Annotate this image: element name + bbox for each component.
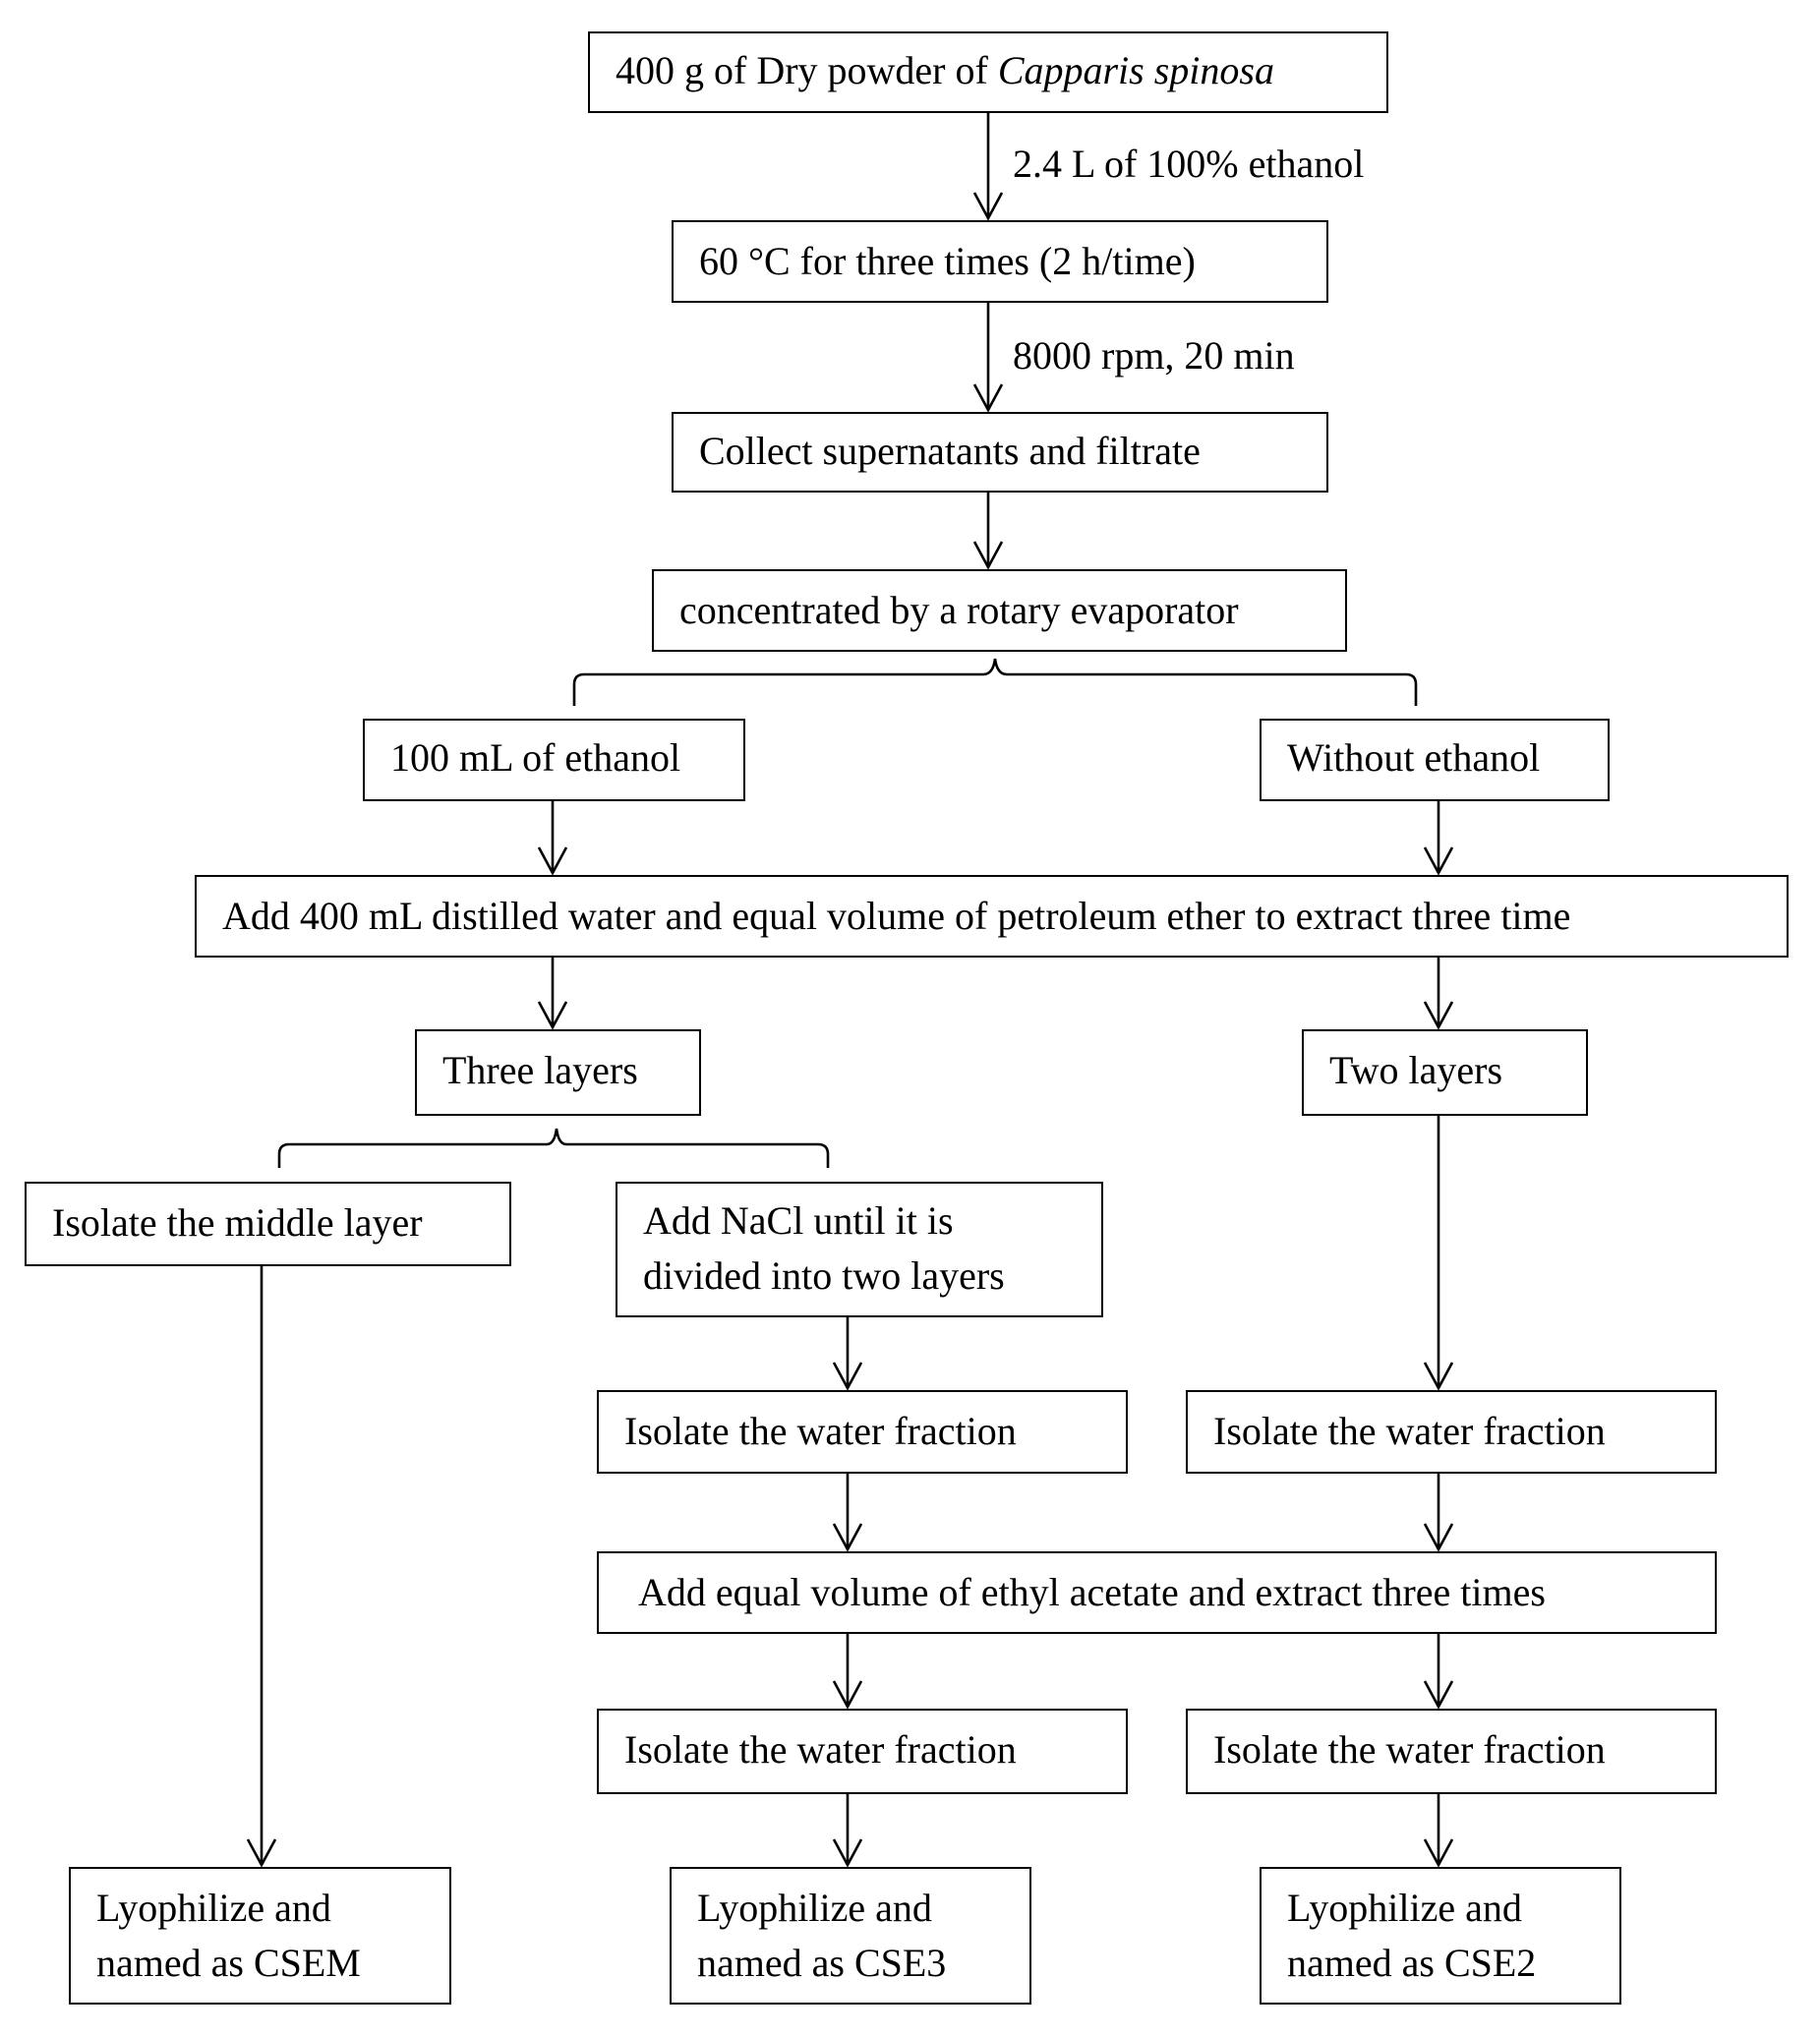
node-start-species: Capparis spinosa <box>997 48 1274 92</box>
arrowhead-add-nacl-to-isolate-water-a <box>832 1362 863 1391</box>
node-isolate-water-a-text: Isolate the water fraction <box>624 1409 1017 1453</box>
node-isolate-water-a: Isolate the water fraction <box>597 1390 1128 1474</box>
arrowhead-isolate-water-a-to-ethyl-acetate <box>832 1523 863 1552</box>
node-add-ethyl-acetate: Add equal volume of ethyl acetate and ex… <box>597 1551 1717 1634</box>
arrowhead-isolate-middle-to-lyo-csem <box>246 1838 277 1868</box>
node-without-ethanol: Without ethanol <box>1260 719 1610 801</box>
node-two-layers-text: Two layers <box>1329 1048 1503 1092</box>
node-add-water-text: Add 400 mL distilled water and equal vol… <box>222 894 1571 938</box>
arrowhead-ethyl-acetate-to-isolate-water-c <box>832 1680 863 1710</box>
node-without-ethanol-text: Without ethanol <box>1287 735 1541 780</box>
arrowhead-add-water-to-three-layers <box>537 1001 568 1030</box>
node-collect: Collect supernatants and filtrate <box>672 412 1328 493</box>
arrowhead-isolate-water-c-to-lyo-cse3 <box>832 1838 863 1868</box>
node-lyo-cse3: Lyophilize and named as CSE3 <box>670 1867 1031 2005</box>
node-isolate-water-d: Isolate the water fraction <box>1186 1709 1717 1794</box>
node-add-nacl: Add NaCl until it is divided into two la… <box>616 1182 1103 1317</box>
node-lyo-cse3-line1: Lyophilize and <box>697 1886 932 1930</box>
edge-label-ethanol-volume: 2.4 L of 100% ethanol <box>1013 142 1365 186</box>
node-lyo-cse2-line2: named as CSE2 <box>1287 1941 1537 1985</box>
node-with-ethanol: 100 mL of ethanol <box>363 719 745 801</box>
node-add-nacl-line2: divided into two layers <box>643 1253 1005 1298</box>
node-lyo-cse2: Lyophilize and named as CSE2 <box>1260 1867 1621 2005</box>
split-brace-concentrate <box>572 658 1418 706</box>
arrowhead-with-ethanol-to-add-water <box>537 846 568 876</box>
arrowhead-start-to-heat <box>972 192 1004 221</box>
node-three-layers: Three layers <box>415 1029 701 1116</box>
node-isolate-water-c: Isolate the water fraction <box>597 1709 1128 1794</box>
node-add-ethyl-acetate-text: Add equal volume of ethyl acetate and ex… <box>638 1570 1546 1614</box>
node-lyo-cse2-line1: Lyophilize and <box>1287 1886 1522 1930</box>
node-three-layers-text: Three layers <box>442 1048 638 1092</box>
node-start: 400 g of Dry powder of Capparis spinosa <box>588 31 1388 113</box>
arrowhead-add-water-to-two-layers <box>1423 1001 1454 1030</box>
node-add-nacl-line1: Add NaCl until it is <box>643 1198 954 1243</box>
node-heat-text: 60 °C for three times (2 h/time) <box>699 239 1196 283</box>
node-isolate-middle: Isolate the middle layer <box>25 1182 511 1266</box>
node-concentrate: concentrated by a rotary evaporator <box>652 569 1347 652</box>
node-lyo-cse3-line2: named as CSE3 <box>697 1941 947 1985</box>
node-add-water: Add 400 mL distilled water and equal vol… <box>195 875 1789 958</box>
node-isolate-middle-text: Isolate the middle layer <box>52 1200 423 1245</box>
node-isolate-water-b-text: Isolate the water fraction <box>1213 1409 1606 1453</box>
edge-label-centrifuge: 8000 rpm, 20 min <box>1013 333 1295 378</box>
arrowhead-isolate-water-b-to-ethyl-acetate <box>1423 1523 1454 1552</box>
node-heat: 60 °C for three times (2 h/time) <box>672 220 1328 303</box>
node-isolate-water-c-text: Isolate the water fraction <box>624 1727 1017 1772</box>
arrowhead-isolate-water-d-to-lyo-cse2 <box>1423 1838 1454 1868</box>
node-concentrate-text: concentrated by a rotary evaporator <box>679 588 1239 632</box>
node-start-prefix: 400 g of Dry powder of <box>616 48 998 92</box>
node-with-ethanol-text: 100 mL of ethanol <box>390 735 681 780</box>
node-collect-text: Collect supernatants and filtrate <box>699 429 1201 473</box>
node-lyo-csem-line2: named as CSEM <box>96 1941 361 1985</box>
node-isolate-water-b: Isolate the water fraction <box>1186 1390 1717 1474</box>
node-lyo-csem-line1: Lyophilize and <box>96 1886 331 1930</box>
arrowhead-two-layers-to-isolate-water-b <box>1423 1362 1454 1391</box>
arrowhead-without-ethanol-to-add-water <box>1423 846 1454 876</box>
arrowhead-ethyl-acetate-to-isolate-water-d <box>1423 1680 1454 1710</box>
node-isolate-water-d-text: Isolate the water fraction <box>1213 1727 1606 1772</box>
node-two-layers: Two layers <box>1302 1029 1588 1116</box>
arrowhead-collect-to-concentrate <box>972 541 1004 570</box>
split-brace-three-layers <box>277 1128 830 1168</box>
arrowhead-heat-to-collect <box>972 383 1004 413</box>
node-lyo-csem: Lyophilize and named as CSEM <box>69 1867 451 2005</box>
